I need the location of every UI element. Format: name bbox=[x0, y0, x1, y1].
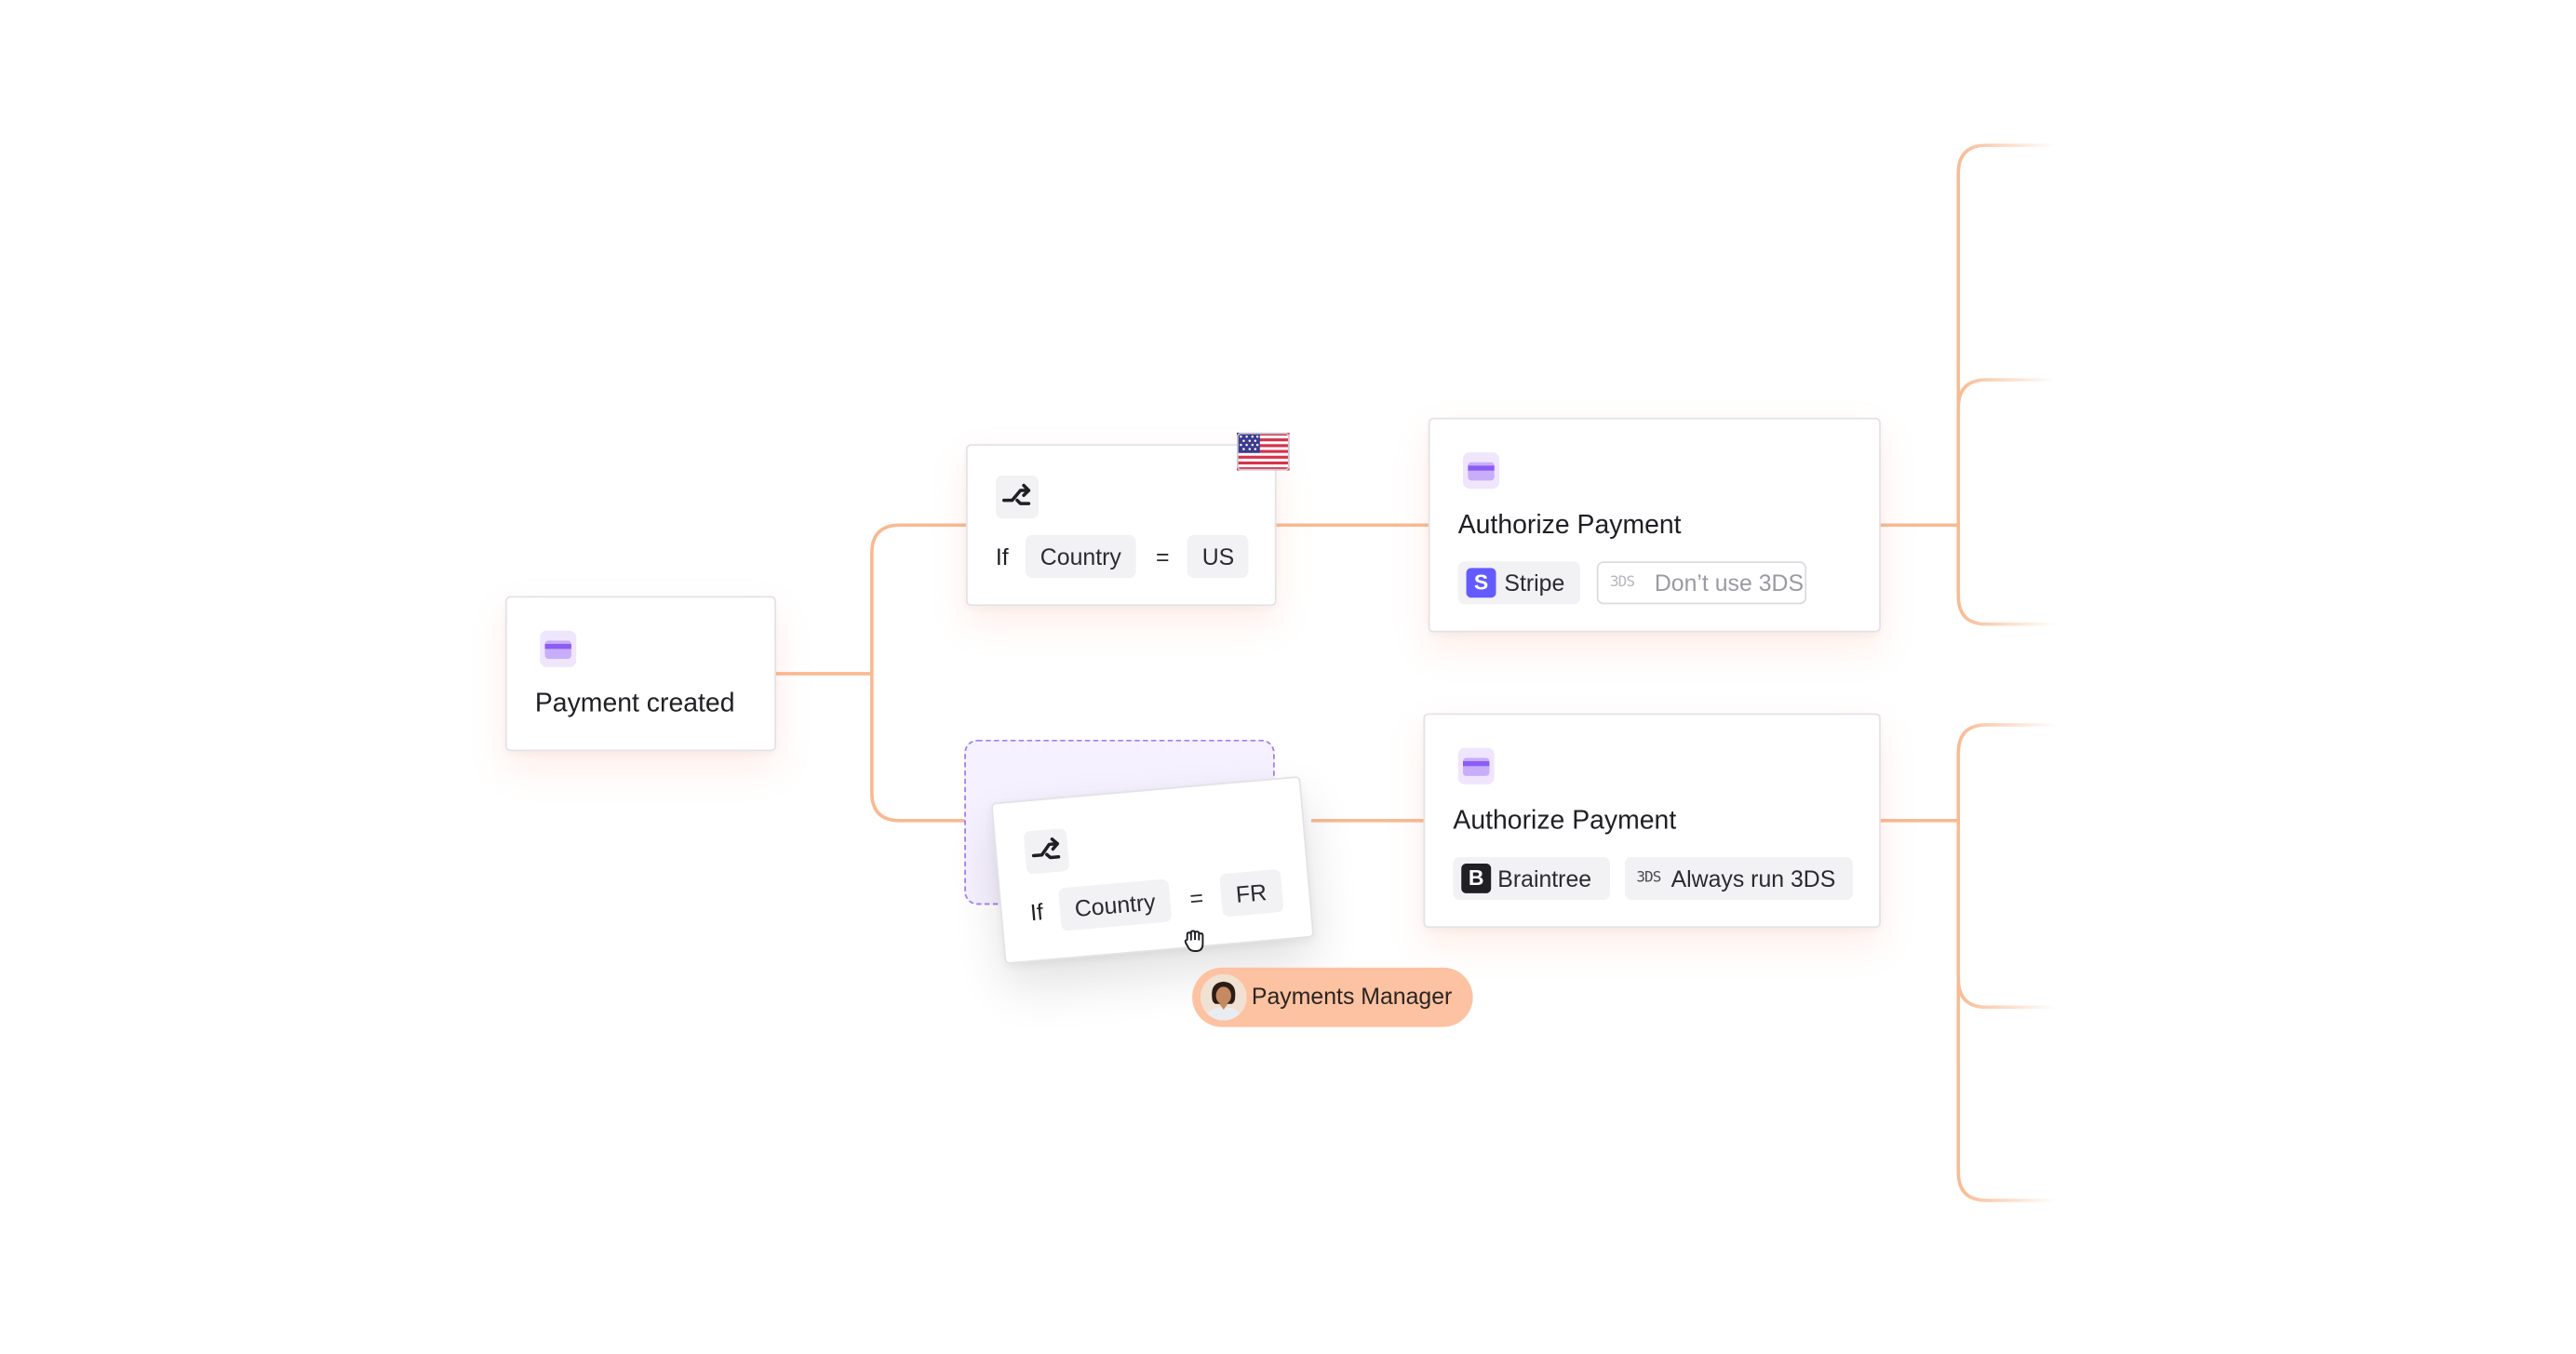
action-node-authorize-stripe[interactable]: Authorize Payment S Stripe 3DS Don’t use… bbox=[1429, 418, 1881, 633]
credit-card-icon bbox=[1463, 452, 1499, 489]
branch-tree-bottom bbox=[1958, 725, 2056, 1200]
condition-node-fr-dragging[interactable]: If Country = FR bbox=[991, 776, 1314, 964]
collaborator-pill: Payments Manager bbox=[1192, 968, 1473, 1027]
collaborator-name: Payments Manager bbox=[1252, 983, 1452, 1009]
threeds-tag-disabled[interactable]: 3DS Don’t use 3DS bbox=[1597, 561, 1806, 604]
provider-name: Braintree bbox=[1497, 857, 1591, 900]
condition-operator: = bbox=[1188, 884, 1204, 912]
trigger-title: Payment created bbox=[535, 690, 735, 720]
us-flag-icon bbox=[1237, 433, 1290, 471]
user-avatar bbox=[1201, 974, 1247, 1021]
condition-field-chip[interactable]: Country bbox=[1058, 878, 1173, 931]
action-title: Authorize Payment bbox=[1458, 512, 1682, 542]
action-title: Authorize Payment bbox=[1453, 808, 1676, 838]
provider-tag-braintree[interactable]: B Braintree bbox=[1453, 857, 1610, 900]
condition-value-chip[interactable]: FR bbox=[1219, 869, 1283, 918]
condition-field-chip[interactable]: Country bbox=[1026, 535, 1136, 578]
stripe-logo-icon: S bbox=[1467, 568, 1496, 597]
threeds-icon: 3DS bbox=[1610, 563, 1634, 603]
credit-card-icon bbox=[540, 631, 576, 667]
connector-trigger-to-conditions bbox=[776, 525, 966, 821]
braintree-logo-icon: B bbox=[1461, 864, 1491, 893]
threeds-icon: 3DS bbox=[1636, 857, 1660, 900]
threeds-tag-enabled[interactable]: 3DS Always run 3DS bbox=[1625, 857, 1853, 900]
trigger-node-payment-created[interactable]: Payment created bbox=[505, 597, 776, 752]
condition-if-label: If bbox=[1029, 898, 1044, 925]
condition-node-us[interactable]: If Country = US bbox=[966, 444, 1277, 606]
branch-tree-top bbox=[1958, 145, 2056, 624]
condition-value-chip[interactable]: US bbox=[1187, 535, 1249, 578]
branch-icon bbox=[1023, 828, 1069, 875]
threeds-label: Don’t use 3DS bbox=[1655, 563, 1804, 603]
provider-tag-stripe[interactable]: S Stripe bbox=[1458, 561, 1580, 604]
condition-if-label: If bbox=[996, 543, 1009, 570]
condition-operator: = bbox=[1156, 543, 1170, 570]
threeds-label: Always run 3DS bbox=[1671, 857, 1836, 900]
action-node-authorize-braintree[interactable]: Authorize Payment B Braintree 3DS Always… bbox=[1423, 713, 1880, 928]
provider-name: Stripe bbox=[1504, 561, 1564, 604]
grab-hand-icon bbox=[1179, 925, 1212, 958]
credit-card-icon bbox=[1458, 748, 1495, 784]
branch-icon bbox=[996, 476, 1039, 518]
